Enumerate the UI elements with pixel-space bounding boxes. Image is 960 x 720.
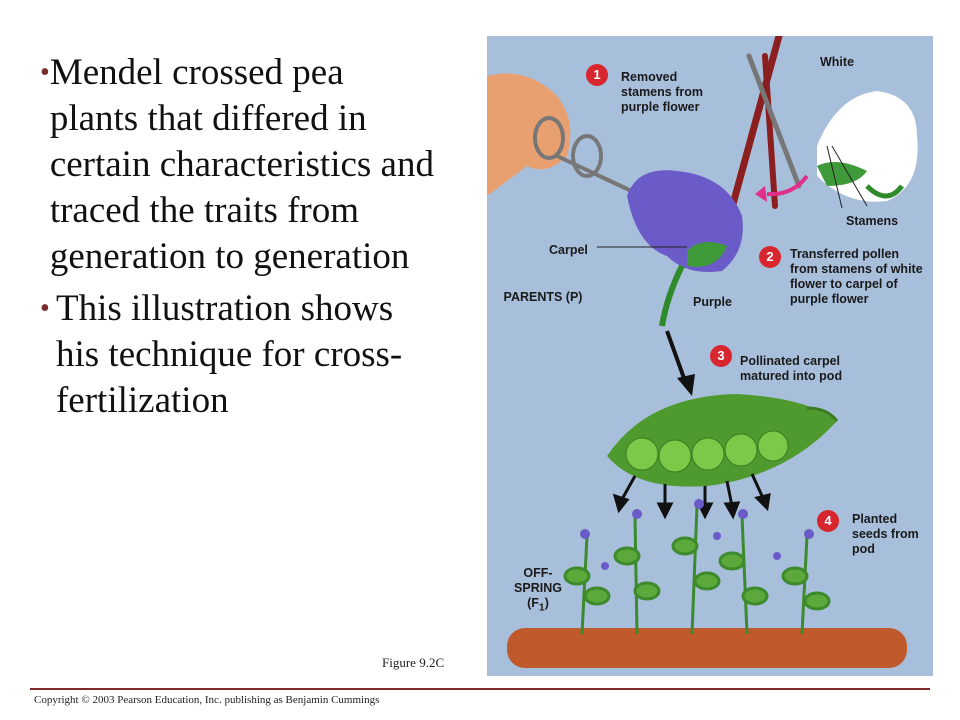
step-2-badge: 2 bbox=[759, 246, 781, 268]
step-2-text: Transferred pollen from stamens of white… bbox=[790, 247, 923, 306]
illustration-artwork bbox=[487, 36, 918, 668]
arrow-head-icon bbox=[755, 186, 767, 202]
offspring-label-text: OFF- SPRING (F bbox=[514, 566, 562, 610]
offspring-subscript: 1 bbox=[538, 602, 545, 614]
bullet-text: Mendel crossed pea plants that differed … bbox=[49, 52, 434, 277]
offspring-label: OFF- SPRING (F1) bbox=[503, 566, 573, 616]
step-1-text: Removed stamens from purple flower bbox=[621, 70, 703, 114]
step-4-badge: 4 bbox=[817, 510, 839, 532]
down-arrow bbox=[665, 330, 687, 382]
step-3-badge: 3 bbox=[710, 345, 732, 367]
paintbrush-icon bbox=[723, 36, 802, 230]
pea-pod bbox=[607, 394, 839, 487]
white-flower-label: White bbox=[820, 55, 855, 69]
arrow-head-icon bbox=[677, 374, 695, 396]
stamen-pointer bbox=[826, 145, 843, 209]
carpel-label: Carpel bbox=[549, 243, 588, 257]
parents-label: PARENTS (P) bbox=[503, 290, 583, 304]
step-4-text: Planted seeds from pod bbox=[852, 512, 919, 556]
stamen-pointer bbox=[831, 145, 868, 207]
purple-blossoms bbox=[580, 499, 814, 570]
step-3-text: Pollinated carpel matured into pod bbox=[740, 354, 843, 383]
bullet-text: This illustration shows his technique fo… bbox=[55, 288, 403, 421]
bullet-list: • Mendel crossed pea plants that differe… bbox=[40, 50, 440, 430]
bullet-item: • Mendel crossed pea plants that differe… bbox=[40, 50, 440, 280]
stamens-label: Stamens bbox=[846, 214, 899, 228]
pollen-transfer-arrow bbox=[766, 174, 809, 197]
cross-fertilization-illustration: White 1 Removed stamens from purple flow… bbox=[487, 36, 933, 676]
offspring-label-close: ) bbox=[544, 596, 549, 610]
bullet-marker: • bbox=[40, 57, 50, 88]
purple-flower-label: Purple bbox=[693, 295, 732, 309]
copyright-notice: Copyright © 2003 Pearson Education, Inc.… bbox=[34, 694, 380, 706]
footer-divider bbox=[30, 688, 930, 690]
hand-shape bbox=[487, 73, 571, 196]
soil-bed bbox=[507, 628, 907, 668]
bullet-item: • This illustration shows his technique … bbox=[40, 286, 440, 424]
figure-caption: Figure 9.2C bbox=[382, 655, 445, 670]
step-1-badge: 1 bbox=[586, 64, 608, 86]
offspring-plants bbox=[563, 505, 831, 635]
white-flower bbox=[817, 91, 918, 202]
bullet-marker: • bbox=[40, 293, 50, 324]
